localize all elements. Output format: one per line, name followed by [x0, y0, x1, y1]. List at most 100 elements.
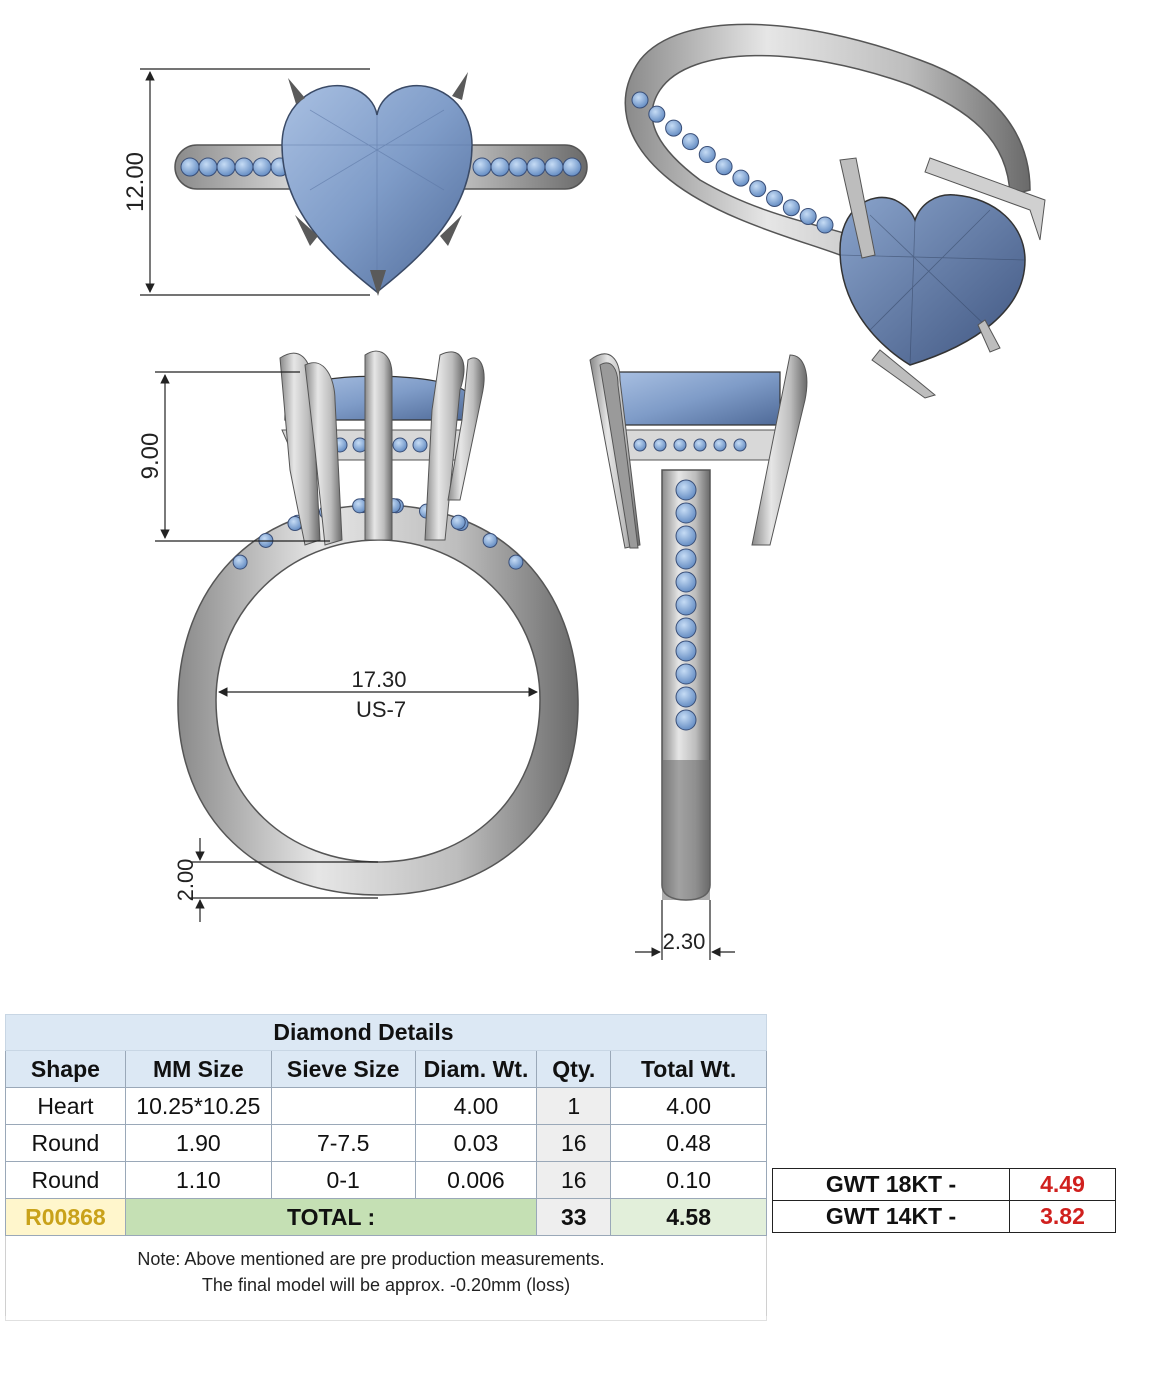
melee-stone [799, 207, 817, 225]
melee-stone [216, 157, 236, 177]
table-title-row: Diamond Details [5, 1014, 768, 1051]
heart-stone-side [611, 371, 781, 426]
prong-persp-3 [871, 349, 937, 399]
melee-stone [732, 169, 750, 187]
table-cell: 16 [536, 1161, 612, 1199]
dim-inner-diameter: 17.30 [351, 667, 406, 692]
melee-stone [450, 514, 466, 530]
melee-stone [681, 133, 699, 151]
table-cell: 7-7.5 [270, 1124, 416, 1162]
melee-stone [733, 438, 747, 452]
table-cell: 0.48 [610, 1124, 767, 1162]
table-cell: 0.10 [610, 1161, 767, 1199]
total-qty: 33 [536, 1198, 612, 1236]
prong-top-4 [440, 215, 462, 246]
melee-stone [675, 479, 697, 501]
total-weight: 4.58 [610, 1198, 767, 1236]
melee-stone [234, 157, 254, 177]
table-cell: 0.006 [414, 1161, 538, 1199]
column-header: Diam. Wt. [414, 1050, 538, 1088]
melee-stone [675, 709, 697, 731]
note-row: Note: Above mentioned are pre production… [5, 1235, 767, 1316]
prong-side-left-2 [599, 362, 639, 549]
melee-stone [631, 91, 649, 109]
melee-stone [198, 157, 218, 177]
table-cell: 1.90 [124, 1124, 272, 1162]
prong-side-right [751, 354, 808, 546]
table-cell: 4.00 [414, 1087, 538, 1125]
table-row: Round 1.90 7-7.5 0.03 16 0.48 [5, 1124, 767, 1162]
melee-stone [675, 571, 697, 593]
prong-persp-4 [977, 319, 1001, 353]
gwt-row: GWT 18KT - 4.49 [772, 1168, 1116, 1201]
melee-stone [653, 438, 667, 452]
dim-band-width: 2.30 [663, 929, 706, 954]
gwt-value-18kt: 4.49 [1009, 1168, 1116, 1201]
melee-stone [633, 438, 647, 452]
melee-stone [675, 686, 697, 708]
table-header-row: Shape MM Size Sieve Size Diam. Wt. Qty. … [5, 1050, 767, 1088]
table-cell: 1.10 [124, 1161, 272, 1199]
ring-size-label: US-7 [356, 697, 406, 722]
column-header: Sieve Size [270, 1050, 416, 1088]
top-view: 12.00 [122, 68, 588, 296]
prong-persp-2 [924, 157, 1046, 241]
melee-stone [693, 438, 707, 452]
prong-front-5 [447, 357, 485, 501]
gwt-row: GWT 14KT - 3.82 [772, 1200, 1116, 1233]
table-title: Diamond Details [125, 1014, 768, 1051]
gwt-label-18kt: GWT 18KT - [772, 1168, 1010, 1201]
prong-top-1 [288, 78, 305, 104]
melee-stone [472, 157, 492, 177]
melee-stone [562, 157, 582, 177]
production-note: Note: Above mentioned are pre production… [5, 1235, 767, 1316]
melee-stone [749, 180, 767, 198]
melee-stone [673, 438, 687, 452]
table-row: Round 1.10 0-1 0.006 16 0.10 [5, 1161, 767, 1199]
melee-stone [490, 157, 510, 177]
total-label: TOTAL : [124, 1198, 538, 1236]
gwt-value-14kt: 3.82 [1009, 1200, 1116, 1233]
melee-stone [713, 438, 727, 452]
melee-stone [482, 532, 498, 548]
table-cell: 10.25*10.25 [124, 1087, 272, 1125]
table-cell: 16 [536, 1124, 612, 1162]
melee-stone [715, 158, 733, 176]
melee-stone [698, 146, 716, 164]
melee-stone [252, 157, 272, 177]
melee-stones-top-right [472, 157, 582, 177]
melee-stone [816, 216, 834, 234]
perspective-view [624, 23, 1046, 399]
note-line-2: The final model will be approx. -0.20mm … [201, 1275, 571, 1295]
note-line-1: Note: Above mentioned are pre production… [137, 1249, 605, 1269]
side-view: 2.30 [589, 353, 808, 960]
melee-stone [648, 105, 666, 123]
melee-stone [675, 502, 697, 524]
melee-stone [675, 594, 697, 616]
gwt-label-14kt: GWT 14KT - [772, 1200, 1010, 1233]
melee-stone [782, 199, 800, 217]
melee-stone [544, 157, 564, 177]
melee-stone [180, 157, 200, 177]
diamond-details-table: Diamond Details Shape MM Size Sieve Size… [5, 1014, 768, 1321]
table-cell: Heart [5, 1087, 126, 1125]
melee-stone [392, 437, 408, 453]
dim-height-top: 12.00 [122, 152, 149, 212]
table-cell: Round [5, 1161, 126, 1199]
column-header: Qty. [536, 1050, 612, 1088]
melee-stones-side-gallery [633, 438, 747, 452]
prong-front-2 [304, 362, 343, 546]
prong-persp-1 [839, 157, 876, 259]
melee-stone [675, 663, 697, 685]
dim-band-thickness: 2.00 [173, 859, 198, 902]
column-header: Shape [5, 1050, 126, 1088]
dim-height-setting: 9.00 [137, 433, 164, 480]
column-header: Total Wt. [610, 1050, 767, 1088]
heart-stone-perspective [839, 194, 1026, 366]
table-cell: 1 [536, 1087, 612, 1125]
melee-stone [675, 548, 697, 570]
table-cell [270, 1087, 416, 1125]
melee-stone [665, 119, 683, 137]
prong-front-3 [364, 350, 393, 541]
prong-top-2 [452, 72, 468, 100]
